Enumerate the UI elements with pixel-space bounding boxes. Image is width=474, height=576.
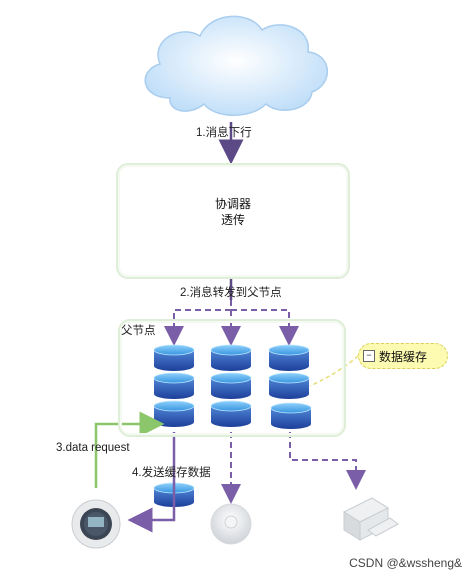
door-sensor-device-icon bbox=[342, 497, 399, 541]
cache-cylinder bbox=[268, 344, 310, 371]
step-3-label: 3.data request bbox=[56, 442, 130, 454]
cache-cylinder bbox=[153, 372, 195, 399]
step-1-label: 1.消息下行 bbox=[196, 127, 252, 139]
collapse-icon: − bbox=[363, 350, 375, 362]
coordinator-box bbox=[116, 163, 350, 279]
watermark: CSDN @&wssheng& bbox=[349, 556, 462, 570]
cache-cylinder bbox=[268, 372, 310, 399]
coordinator-subtitle: 透传 bbox=[220, 213, 245, 227]
dashed-split-arrows bbox=[164, 300, 299, 346]
cache-cylinder bbox=[153, 344, 195, 371]
step-4-label: 4.发送缓存数据 bbox=[132, 467, 211, 479]
thermostat-device-icon bbox=[71, 499, 121, 549]
data-cache-note-text: 数据缓存 bbox=[379, 349, 428, 364]
cache-cylinder bbox=[210, 400, 252, 427]
parent-node-label: 父节点 bbox=[121, 325, 156, 337]
cache-cylinder bbox=[210, 344, 252, 371]
step-2-label: 2.消息转发到父节点 bbox=[180, 287, 282, 299]
cloud-icon bbox=[144, 15, 329, 116]
arrow-data-request bbox=[94, 411, 165, 488]
arrow-send-cached bbox=[127, 432, 176, 533]
parent-node-box bbox=[118, 319, 346, 437]
round-sensor-device-icon bbox=[210, 503, 252, 545]
cache-cylinder bbox=[210, 372, 252, 399]
cache-cylinder bbox=[270, 402, 312, 429]
dashed-device-arrows bbox=[221, 432, 366, 504]
note-connector bbox=[309, 355, 359, 387]
coordinator-title: 协调器 bbox=[214, 197, 251, 211]
data-cache-note: − 数据缓存 bbox=[358, 343, 448, 369]
coordinator-label: 协调器 透传 bbox=[116, 196, 350, 228]
cache-cylinders bbox=[153, 344, 312, 429]
